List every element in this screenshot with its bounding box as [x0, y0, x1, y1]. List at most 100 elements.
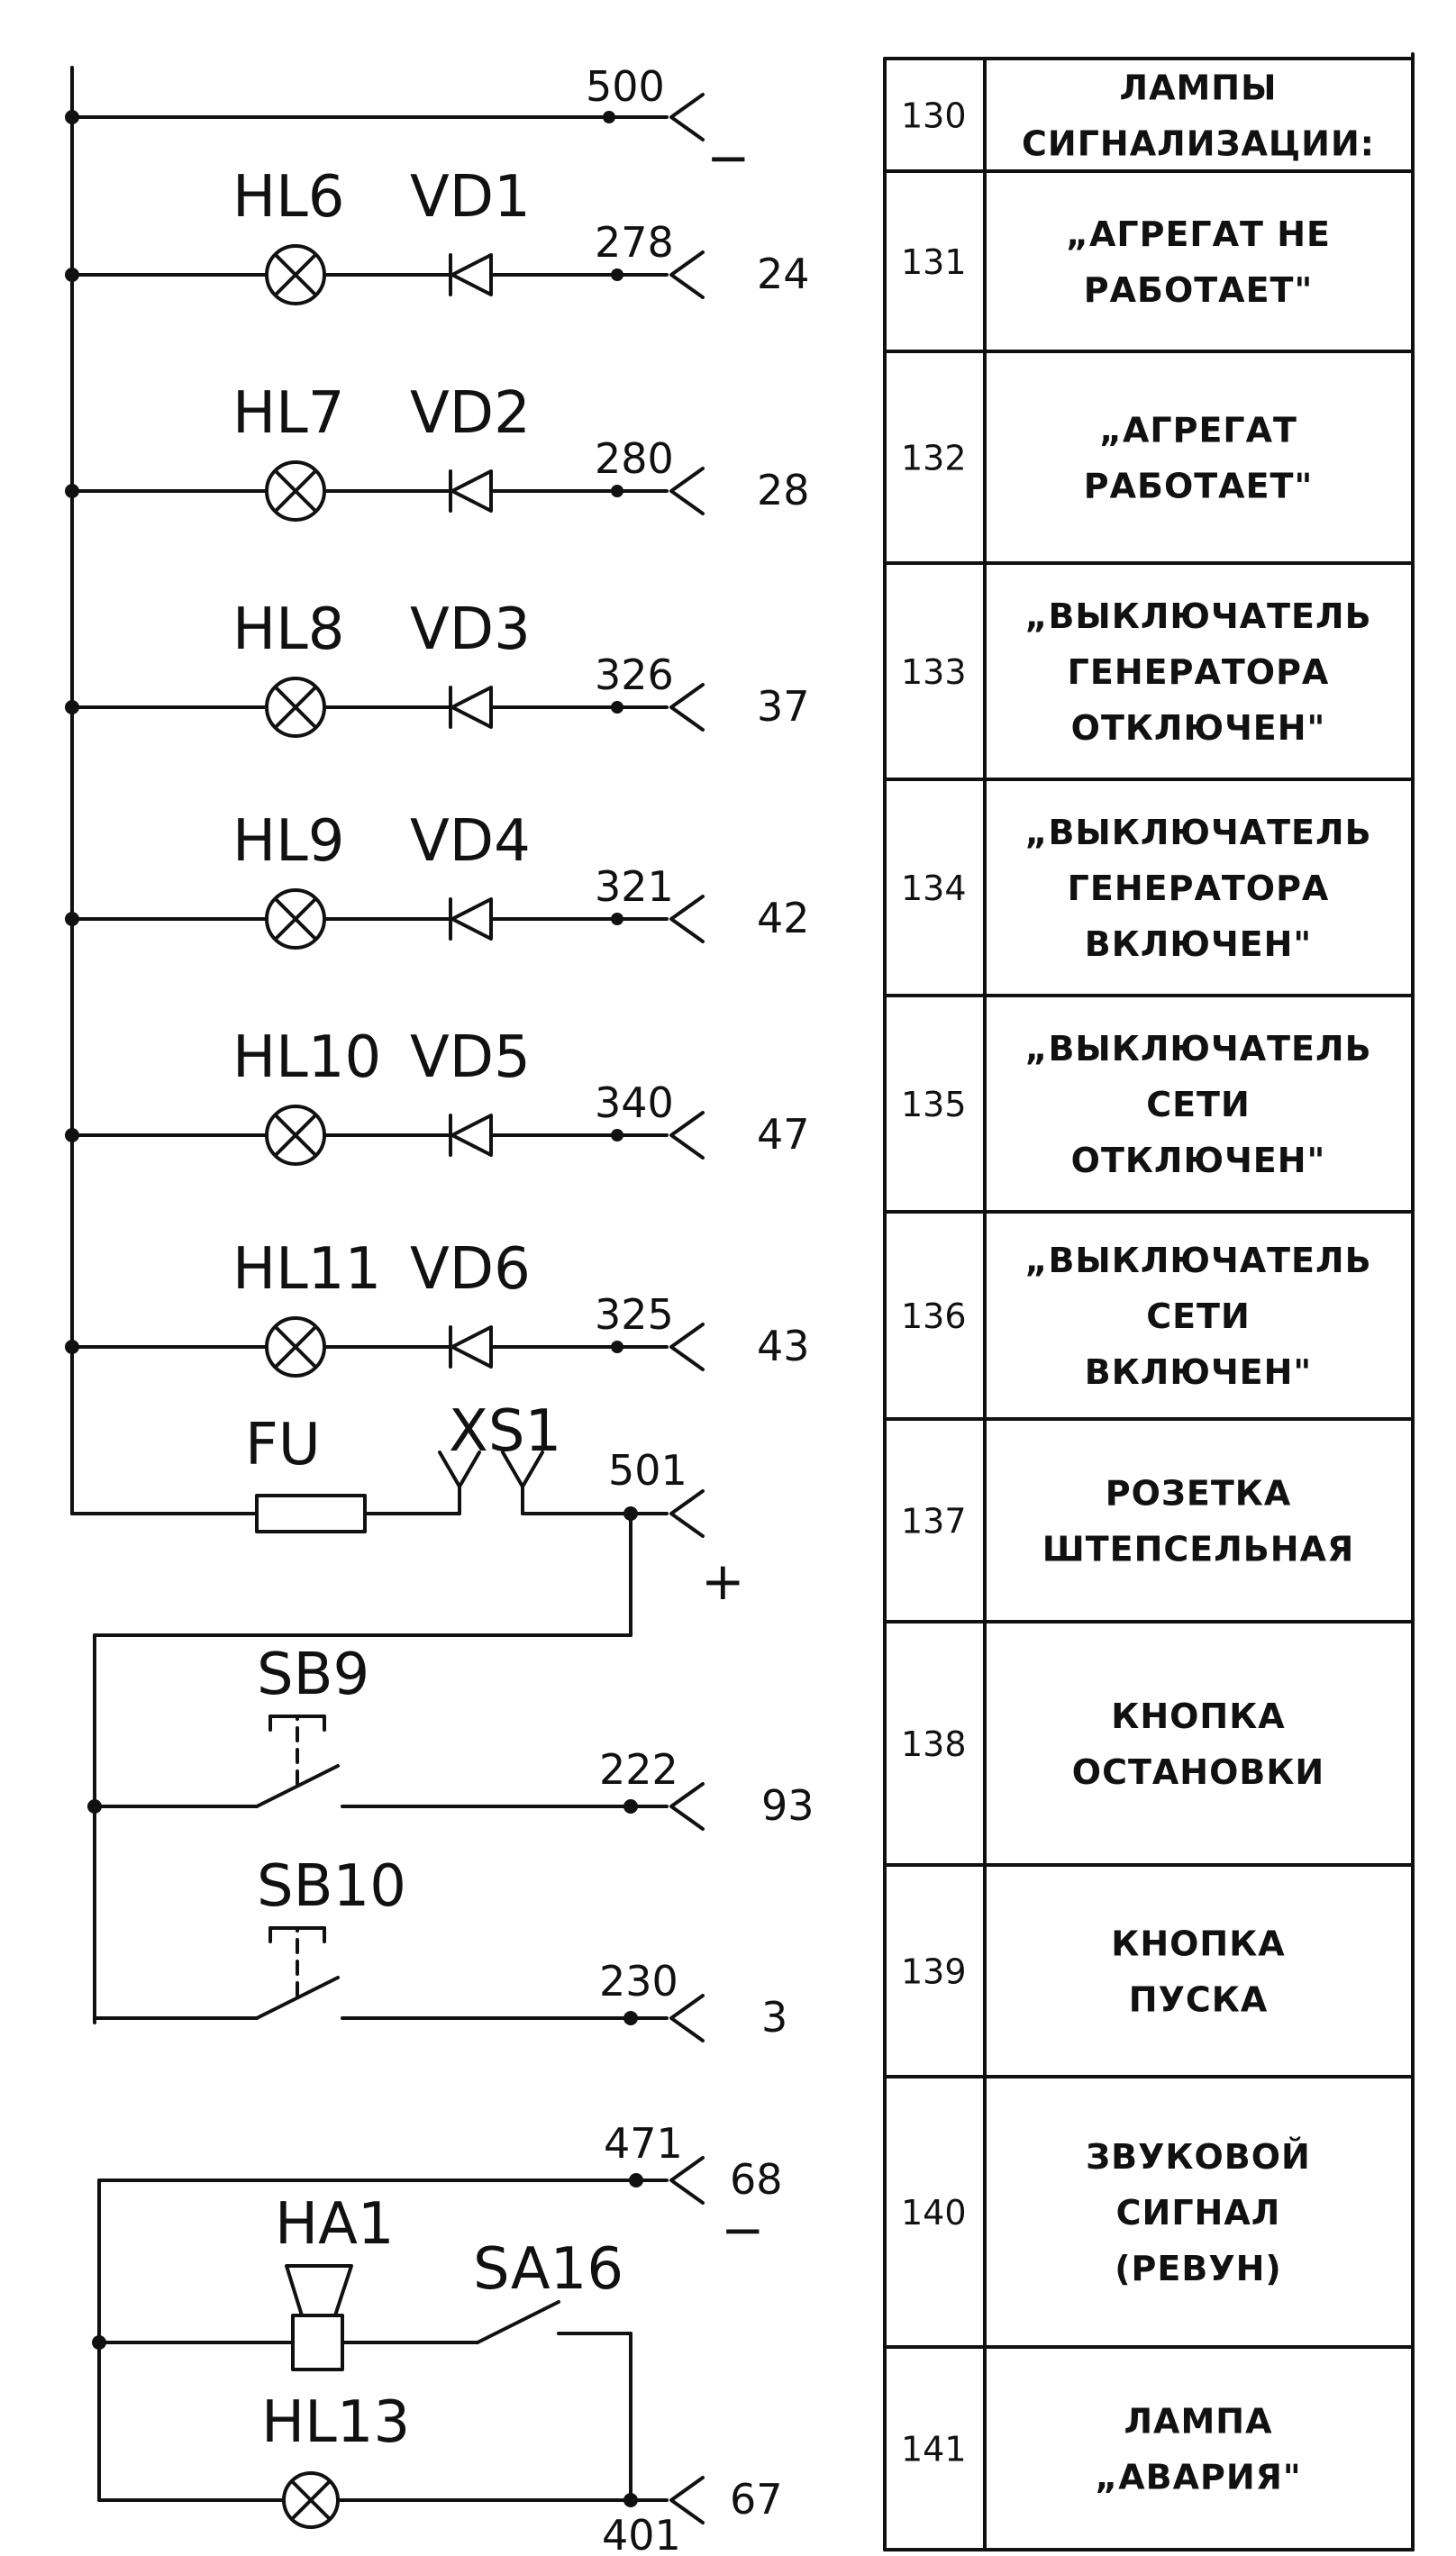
row-description-line: „АГРЕГАТ — [1099, 411, 1297, 450]
wire-label: 278 — [595, 218, 674, 267]
row-description-line: ОТКЛЮЧЕН" — [1071, 1141, 1326, 1180]
row-number: 131 — [901, 242, 967, 282]
socket-branch: FU XS1 501 + — [70, 1398, 745, 2024]
wire-label: 280 — [595, 434, 674, 483]
row-description-line: РАБОТАЕТ" — [1084, 270, 1314, 310]
row-description-line: „ВЫКЛЮЧАТЕЛЬ — [1024, 1241, 1371, 1280]
diode-label: VD5 — [410, 1024, 531, 1091]
terminal-label: 28 — [757, 466, 810, 514]
alarm-minus-sign: − — [721, 2199, 765, 2260]
wire-label: 222 — [599, 1745, 678, 1794]
terminal-label: 42 — [757, 894, 810, 942]
row-description-line: ЛАМПЫ — [1120, 68, 1278, 108]
lamp-hl13-label: HL13 — [261, 2389, 410, 2456]
fuse-label: FU — [245, 1412, 321, 1478]
terminal-label: 37 — [757, 682, 810, 731]
lamp-hl13-icon — [282, 2471, 340, 2529]
row-description-line: ОТКЛЮЧЕН" — [1071, 708, 1326, 748]
row-number: 140 — [901, 2193, 967, 2233]
row-description-line: „ВЫКЛЮЧАТЕЛЬ — [1024, 596, 1371, 636]
row-number: 134 — [901, 869, 967, 908]
row-description-line: ГЕНЕРАТОРА — [1068, 869, 1330, 908]
lamp-icon — [265, 888, 326, 950]
row-number: 135 — [901, 1085, 967, 1124]
terminal-label: 93 — [761, 1781, 814, 1830]
row-description-line: РОЗЕТКА — [1106, 1474, 1292, 1514]
diode-icon — [449, 253, 493, 296]
row-number: 137 — [901, 1502, 967, 1542]
branch-hl8: HL8 VD3 326 37 — [65, 596, 810, 738]
terminal-label: 47 — [757, 1110, 810, 1159]
lamp-label: HL10 — [232, 1024, 381, 1091]
wire-label-401: 401 — [602, 2511, 681, 2556]
push-button-icon — [255, 1926, 340, 2020]
wire-label-471: 471 — [604, 2119, 683, 2168]
lamp-label: HL8 — [232, 596, 345, 663]
socket-label: XS1 — [449, 1398, 561, 1465]
diode-label: VD3 — [410, 596, 531, 663]
row-description-line: (РЕВУН) — [1115, 2249, 1282, 2288]
row-description-line: СИГНАЛИЗАЦИИ: — [1022, 124, 1375, 164]
row-description-line: ШТЕПСЕЛЬНАЯ — [1042, 1530, 1354, 1569]
plus-sign: + — [701, 1551, 745, 1612]
table-row: 134 „ВЫКЛЮЧАТЕЛЬ ГЕНЕРАТОРА ВКЛЮЧЕН" — [883, 778, 1415, 997]
terminal-label: 3 — [761, 1993, 787, 2042]
horn-icon — [285, 2264, 353, 2371]
branch-hl7: HL7 VD2 280 28 — [65, 380, 810, 522]
lamp-icon — [265, 244, 326, 305]
row-description-line: РАБОТАЕТ" — [1084, 467, 1314, 506]
wire-label-501: 501 — [608, 1446, 687, 1495]
table-row: 139 КНОПКА ПУСКА — [883, 1863, 1415, 2078]
diode-icon — [449, 469, 493, 513]
minus-sign: − — [706, 127, 751, 188]
button-label: SB9 — [257, 1642, 369, 1708]
row-description-line: СИГНАЛ — [1116, 2193, 1281, 2233]
alarm-section: 471 68 − HA1 SA16 — [92, 2119, 783, 2556]
row-description-line: СЕТИ — [1146, 1085, 1251, 1124]
row-description-line: ЛАМПА — [1124, 2402, 1273, 2442]
terminal-label: 24 — [757, 250, 810, 298]
row-description-line: ПУСКА — [1129, 1980, 1268, 2020]
row-number: 139 — [901, 1952, 967, 1992]
table-row: 140 ЗВУКОВОЙ СИГНАЛ (РЕВУН) — [883, 2075, 1415, 2349]
lamp-icon — [265, 677, 326, 738]
switch-icon — [476, 2300, 560, 2344]
row-description-line: КНОПКА — [1111, 1924, 1285, 1964]
wire-label: 326 — [595, 650, 674, 699]
row-number: 136 — [901, 1296, 967, 1336]
diode-icon — [449, 1114, 493, 1157]
diode-icon — [449, 897, 493, 941]
push-button-icon — [255, 1715, 340, 1808]
diode-label: VD2 — [410, 380, 531, 447]
row-description-line: СЕТИ — [1146, 1296, 1251, 1336]
row-description-line: „ВЫКЛЮЧАТЕЛЬ — [1024, 813, 1371, 852]
diode-label: VD1 — [410, 164, 531, 231]
terminal-label: 43 — [757, 1322, 810, 1370]
table-row: 137 РОЗЕТКА ШТЕПСЕЛЬНАЯ — [883, 1417, 1415, 1624]
row-description-line: ЗВУКОВОЙ — [1086, 2137, 1311, 2177]
lamp-label: HL11 — [232, 1236, 381, 1303]
table-row: 135 „ВЫКЛЮЧАТЕЛЬ СЕТИ ОТКЛЮЧЕН" — [883, 994, 1415, 1214]
row-description-line: „ВЫКЛЮЧАТЕЛЬ — [1024, 1029, 1371, 1069]
fuse-icon — [255, 1494, 367, 1533]
supply-line-500: 500 − — [65, 62, 751, 188]
wire-label: 325 — [595, 1290, 674, 1339]
diode-label: VD4 — [410, 808, 531, 875]
button-sb9: SB9 222 93 — [87, 1642, 814, 1831]
lamp-label: HL7 — [232, 380, 345, 447]
row-description-line: ВКЛЮЧЕН" — [1085, 924, 1312, 964]
